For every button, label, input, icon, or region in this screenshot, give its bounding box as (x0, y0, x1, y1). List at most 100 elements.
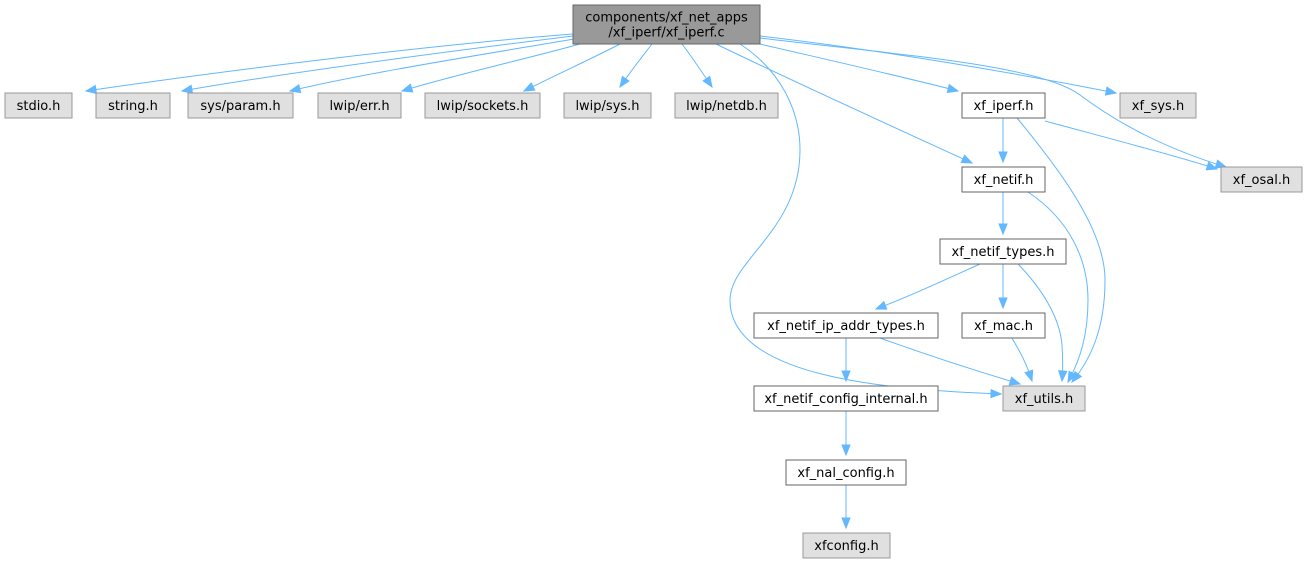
edge-xfiperf-to-xfosal (1044, 120, 1219, 171)
node-box (572, 4, 761, 45)
edge-arrowhead-root-to-xfsys (1104, 86, 1118, 96)
node-label: xf_osal.h (1233, 173, 1290, 188)
edge-arrowhead-xfnetif-to-xfnetiftypes (998, 223, 1008, 236)
edge-arrowhead-xfnetif-to-xfutils (1067, 370, 1078, 384)
node-xfmac[interactable]: xf_mac.h (961, 312, 1046, 339)
edge-line (181, 35, 574, 92)
edge-xfnetifipaddr-to-xfnetifconfig (841, 338, 851, 383)
edge-arrowhead-xfnalconfig-to-xfconfig (841, 517, 851, 530)
edge-line (1027, 191, 1089, 383)
node-box (753, 312, 939, 339)
edge-arrowhead-xfnetifipaddr-to-xfutils (1008, 376, 1022, 386)
edge-line (289, 38, 575, 92)
node-box (785, 459, 907, 486)
edge-xfnalconfig-to-xfconfig (841, 485, 851, 530)
edge-arrowhead-root-to-xfnetif (960, 154, 974, 164)
node-box (674, 92, 779, 119)
edge-arrowhead-root-to-lwipnetdb (702, 75, 713, 89)
node-box (424, 92, 541, 119)
node-label: lwip/err.h (329, 99, 389, 114)
edge-xfnetifipaddr-to-xfutils (879, 337, 1022, 386)
edge-line (759, 43, 959, 92)
edge-arrowhead-xfnetiftypes-to-xfmac (998, 297, 1008, 310)
node-lwipsockets: lwip/sockets.h (424, 92, 541, 119)
node-xfconfig: xfconfig.h (802, 532, 891, 559)
edge-arrowhead-xfnetiftypes-to-xfutils (1058, 370, 1068, 383)
node-box (563, 92, 652, 119)
node-xfnetifipaddr[interactable]: xf_netif_ip_addr_types.h (753, 312, 939, 339)
node-box (939, 238, 1067, 265)
node-xfosal: xf_osal.h (1220, 166, 1303, 193)
edge-arrowhead-root-to-xfiperf (946, 83, 960, 93)
edge-xfnetiftypes-to-xfutils (1017, 263, 1068, 383)
node-label: xf_netif_types.h (952, 245, 1055, 260)
node-box (317, 92, 402, 119)
nodes-layer: components/xf_net_apps/xf_iperf/xf_iperf… (4, 4, 1303, 559)
edge-root-to-lwipnetdb (681, 43, 713, 89)
edge-line (759, 37, 1227, 168)
node-xfnetiftypes[interactable]: xf_netif_types.h (939, 238, 1067, 265)
node-xfutils: xf_utils.h (1002, 385, 1086, 412)
edge-root-to-xfiperf (759, 43, 960, 93)
edges-layer (84, 33, 1228, 530)
edge-arrowhead-root-to-lwipsockets (522, 82, 536, 92)
node-label: xf_sys.h (1132, 99, 1184, 114)
edge-line (729, 43, 1002, 395)
edge-root-to-xfnetif (715, 43, 974, 164)
edge-line (759, 35, 1117, 94)
edge-line (875, 263, 981, 310)
edge-arrowhead-xfiperf-to-xfnetif (998, 151, 1008, 164)
edge-xfmac-to-xfutils (1011, 337, 1034, 383)
edge-arrowhead-root-to-lwipsys (619, 75, 630, 89)
edge-arrowhead-xfnetiftypes-to-xfnetifipaddr (874, 300, 888, 310)
node-label: stdio.h (17, 99, 61, 114)
node-root[interactable]: components/xf_net_apps/xf_iperf/xf_iperf… (572, 4, 761, 45)
node-label: lwip/netdb.h (686, 99, 767, 114)
node-box (961, 312, 1046, 339)
edge-root-to-stdio (84, 33, 574, 95)
edge-line (523, 43, 621, 92)
edge-xfnetifconfig-to-xfnalconfig (841, 411, 851, 457)
node-label: xf_netif.h (974, 173, 1034, 188)
node-sysparam: sys/param.h (187, 92, 294, 119)
node-box (961, 92, 1046, 119)
node-label: xf_netif_ip_addr_types.h (767, 319, 925, 334)
edge-line (715, 43, 973, 164)
node-box (4, 92, 73, 119)
node-xfnetifconfig[interactable]: xf_netif_config_internal.h (753, 385, 939, 412)
node-box (1002, 385, 1086, 412)
edge-line (401, 43, 581, 92)
node-xfiperf[interactable]: xf_iperf.h (961, 92, 1046, 119)
node-label: xf_nal_config.h (797, 466, 894, 481)
edge-xfnetif-to-xfnetiftypes (998, 192, 1008, 236)
node-box (1119, 92, 1197, 119)
node-xfnalconfig[interactable]: xf_nal_config.h (785, 459, 907, 486)
node-box (753, 385, 939, 412)
edge-xfiperf-to-xfnetif (998, 118, 1008, 164)
edge-line (879, 337, 1021, 385)
edge-arrowhead-xfiperf-to-xfosal (1205, 161, 1219, 171)
edge-line (1017, 263, 1064, 382)
edge-arrowhead-xfnetifconfig-to-xfnalconfig (841, 444, 851, 457)
edge-root-to-xfsys (759, 35, 1118, 96)
node-box (1220, 166, 1303, 193)
node-label: xfconfig.h (814, 539, 878, 554)
edge-line (1044, 120, 1218, 170)
edge-root-to-string (180, 35, 574, 94)
node-label: /xf_iperf/xf_iperf.c (608, 26, 724, 41)
node-label: string.h (108, 99, 158, 114)
node-box (95, 92, 171, 119)
edge-arrowhead-root-to-lwiperr (400, 83, 414, 93)
edge-arrowhead-xfmac-to-xfutils (1024, 369, 1034, 383)
node-xfnetif[interactable]: xf_netif.h (961, 166, 1046, 193)
node-label: xf_utils.h (1015, 392, 1073, 407)
node-box (187, 92, 294, 119)
node-lwipsys: lwip/sys.h (563, 92, 652, 119)
edge-line (1016, 117, 1106, 383)
node-string: string.h (95, 92, 171, 119)
node-label: sys/param.h (200, 99, 280, 114)
node-xfsys: xf_sys.h (1119, 92, 1197, 119)
edge-root-to-lwipsockets (522, 43, 621, 92)
node-box (802, 532, 891, 559)
